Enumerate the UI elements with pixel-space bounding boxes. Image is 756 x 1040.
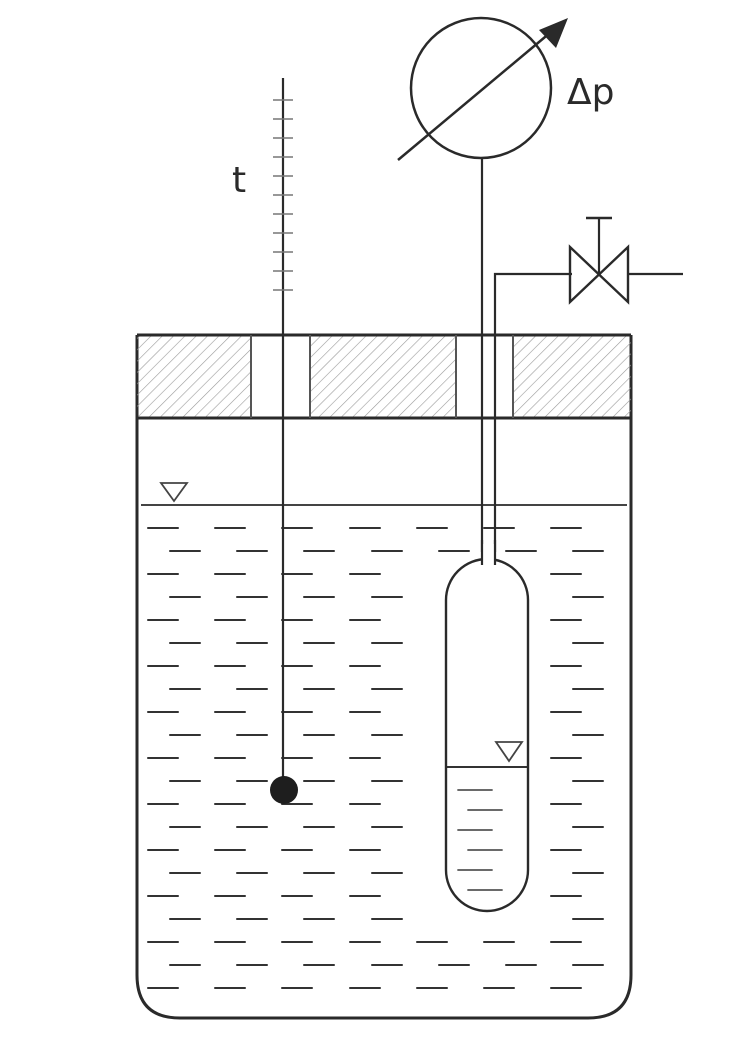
liquid-level-marker xyxy=(159,482,189,503)
thermometer xyxy=(270,78,298,804)
sample-bulb xyxy=(444,540,530,919)
pressure-difference-label: Δp xyxy=(567,72,614,113)
bulb-outline xyxy=(444,557,530,913)
valve-connecting-pipe xyxy=(493,272,572,552)
gauge-arrow xyxy=(397,31,552,161)
pressure-gauge xyxy=(397,16,568,161)
valve-body xyxy=(568,244,630,305)
gauge-dial xyxy=(409,16,553,160)
liquid-body xyxy=(141,504,627,989)
valve xyxy=(568,216,630,305)
temperature-label: t xyxy=(232,160,246,201)
vessel-lid xyxy=(137,333,631,420)
bulb-liquid-level-marker xyxy=(494,741,524,763)
bulb-neck xyxy=(482,544,495,564)
thermometer-bulb xyxy=(270,776,298,804)
arrow-head-icon xyxy=(539,18,568,48)
vessel-wall xyxy=(135,335,633,1020)
